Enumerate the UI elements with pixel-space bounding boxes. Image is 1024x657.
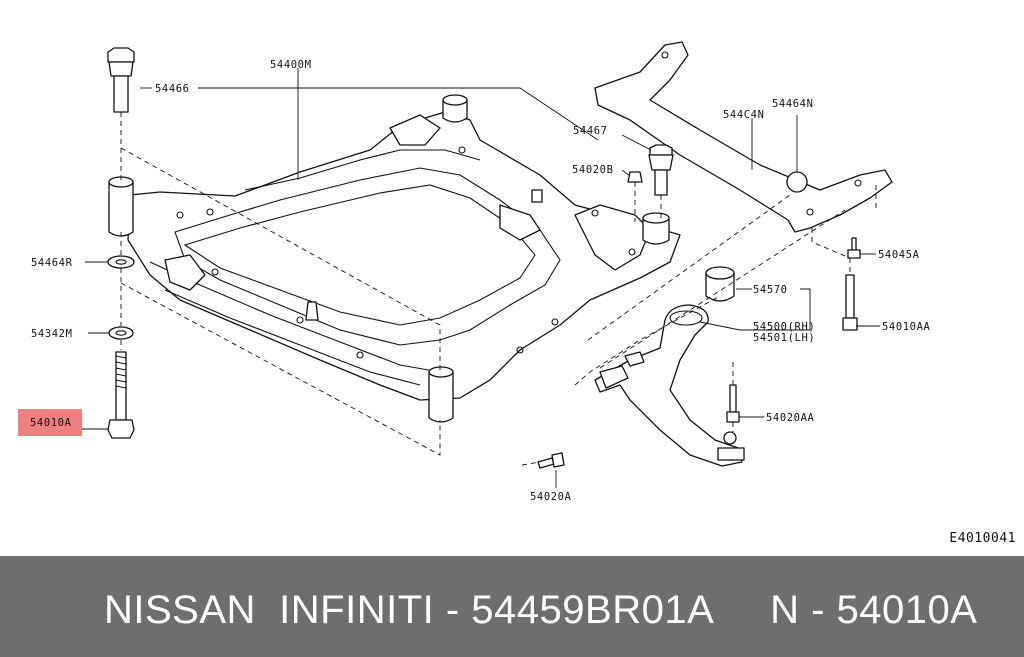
label-54464N: 54464N: [772, 98, 814, 110]
label-54020A: 54020A: [530, 491, 572, 503]
label-54045A: 54045A: [878, 249, 920, 261]
label-54010A: 54010A: [30, 417, 72, 429]
parts-diagram: 54400M 54466 54467 54464N 544C4N 54020B …: [18, 41, 931, 503]
footer-bar: NISSAN INFINITI - 54459BR01A N - 54010A: [0, 556, 1024, 657]
part-labels: 54400M 54466 54467 54464N 544C4N 54020B …: [30, 59, 931, 503]
label-54464R: 54464R: [31, 257, 73, 269]
member-bracket: [594, 41, 893, 233]
label-54342M: 54342M: [31, 328, 73, 340]
label-54570: 54570: [753, 284, 788, 296]
label-54010AA: 54010AA: [882, 321, 931, 333]
subframe-bushings: [108, 94, 670, 423]
assembly-lines: [120, 112, 877, 466]
right-fasteners: [537, 144, 861, 469]
left-fasteners: [107, 47, 135, 439]
label-54501LH: 54501(LH): [753, 332, 815, 344]
lower-arm: [594, 304, 745, 467]
subframe: [127, 111, 681, 401]
label-54466: 54466: [155, 83, 190, 95]
label-54400M: 54400M: [270, 59, 312, 71]
leader-lines: [82, 68, 880, 488]
label-54020AA: 54020AA: [766, 412, 815, 424]
label-544C4N: 544C4N: [723, 109, 765, 121]
footer-title: NISSAN INFINITI - 54459BR01A N - 54010A: [104, 588, 978, 632]
label-54467: 54467: [573, 125, 608, 137]
highlight-54010A: [18, 409, 82, 436]
label-54500RH: 54500(RH): [753, 321, 815, 333]
label-54020B: 54020B: [572, 164, 614, 176]
diagram-code: E4010041: [949, 531, 1016, 546]
